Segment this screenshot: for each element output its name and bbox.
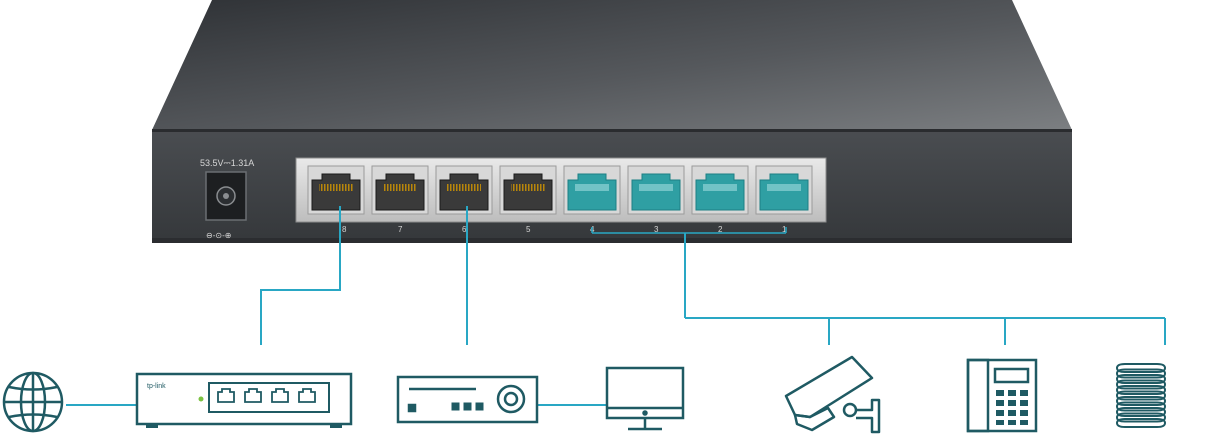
port-group [307,165,813,215]
router-status-led [198,396,204,402]
switch-top-surface [152,0,1072,130]
ethernet-port-7[interactable] [371,165,429,215]
access-point-disc [1115,368,1167,379]
power-jack[interactable] [205,171,247,221]
ethernet-port-4[interactable] [563,165,621,215]
connection-lines [66,206,1166,406]
access-point-disc [1115,407,1167,417]
port-number-label-2: 2 [718,225,723,234]
access-point-disc [1115,374,1167,384]
access-point-disc [1115,363,1167,373]
monitor-icon [605,366,685,431]
access-point-disc [1115,418,1167,428]
access-point-disc [1115,385,1167,395]
ethernet-port-8[interactable] [307,165,365,215]
access-point-icon [1115,363,1167,428]
port-number-label-6: 6 [462,225,467,234]
nvr-icon [396,375,539,424]
ethernet-port-5[interactable] [499,165,557,215]
port-number-label-3: 3 [654,225,659,234]
port-number-label-8: 8 [342,225,347,234]
access-point-disc [1115,379,1167,390]
access-point-disc [1115,390,1167,401]
port-number-label-7: 7 [398,225,403,234]
ip-phone-icon [966,358,1038,433]
ethernet-port-2[interactable] [691,165,749,215]
poe-port-bracket [591,227,787,234]
port-number-label-1: 1 [782,225,787,234]
port-number-label-5: 5 [526,225,531,234]
router-brand-label: tp-link [147,383,166,390]
power-rating-label: 53.5V⎓1.31A [200,158,254,168]
camera-icon [784,355,881,434]
ethernet-port-6[interactable] [435,165,493,215]
access-point-disc [1115,412,1167,423]
globe-icon [2,371,64,433]
link-port8-router [260,206,341,345]
router-icon: tp-link [135,372,353,428]
polarity-label: ⊖-⊙-⊕ [206,231,231,240]
access-point-disc [1115,401,1167,412]
access-point-disc [1115,396,1167,406]
ethernet-port-1[interactable] [755,165,813,215]
ethernet-port-3[interactable] [627,165,685,215]
